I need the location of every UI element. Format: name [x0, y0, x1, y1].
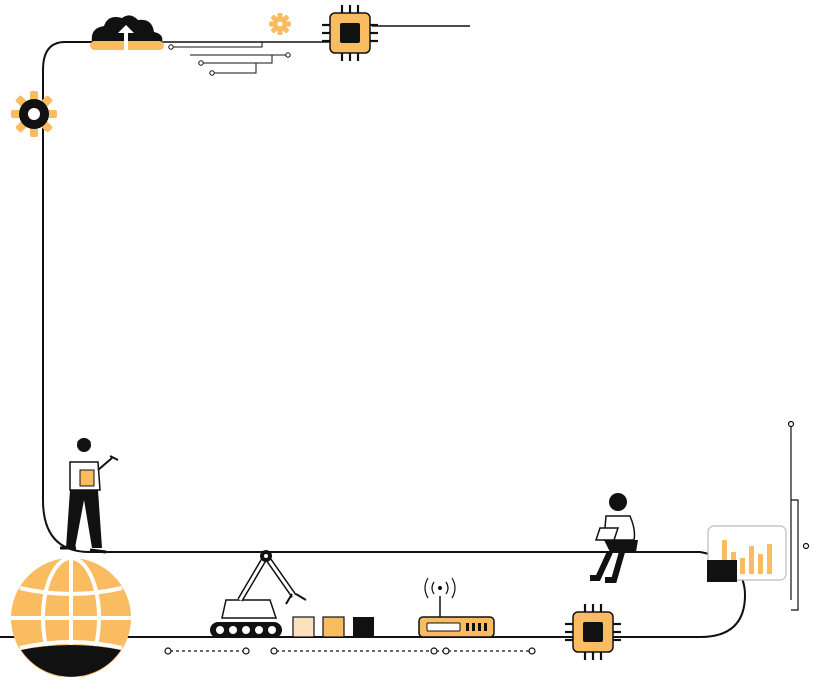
chart-bar — [758, 554, 763, 574]
dotted-connectors — [164, 647, 536, 655]
globe-icon — [11, 556, 131, 680]
dashboard-connector — [787, 420, 810, 611]
circuit-path — [0, 41, 747, 638]
gear-icon — [269, 13, 291, 35]
robot-arm-icon — [210, 550, 307, 638]
chart-bar — [740, 558, 745, 574]
chart-bar — [749, 546, 754, 574]
package-boxes — [292, 616, 374, 638]
circuit-traces — [168, 42, 291, 76]
bar-chart-icon — [707, 525, 787, 582]
cpu-chip-icon — [322, 5, 378, 61]
person-standing-icon — [60, 438, 119, 554]
person-laptop-icon — [590, 493, 638, 583]
chart-bar — [767, 544, 772, 574]
cpu-chip-icon — [565, 604, 621, 660]
chart-bar — [722, 540, 727, 574]
cloud-upload-icon — [90, 15, 164, 52]
gear-icon — [11, 91, 57, 137]
router-icon — [418, 577, 495, 638]
